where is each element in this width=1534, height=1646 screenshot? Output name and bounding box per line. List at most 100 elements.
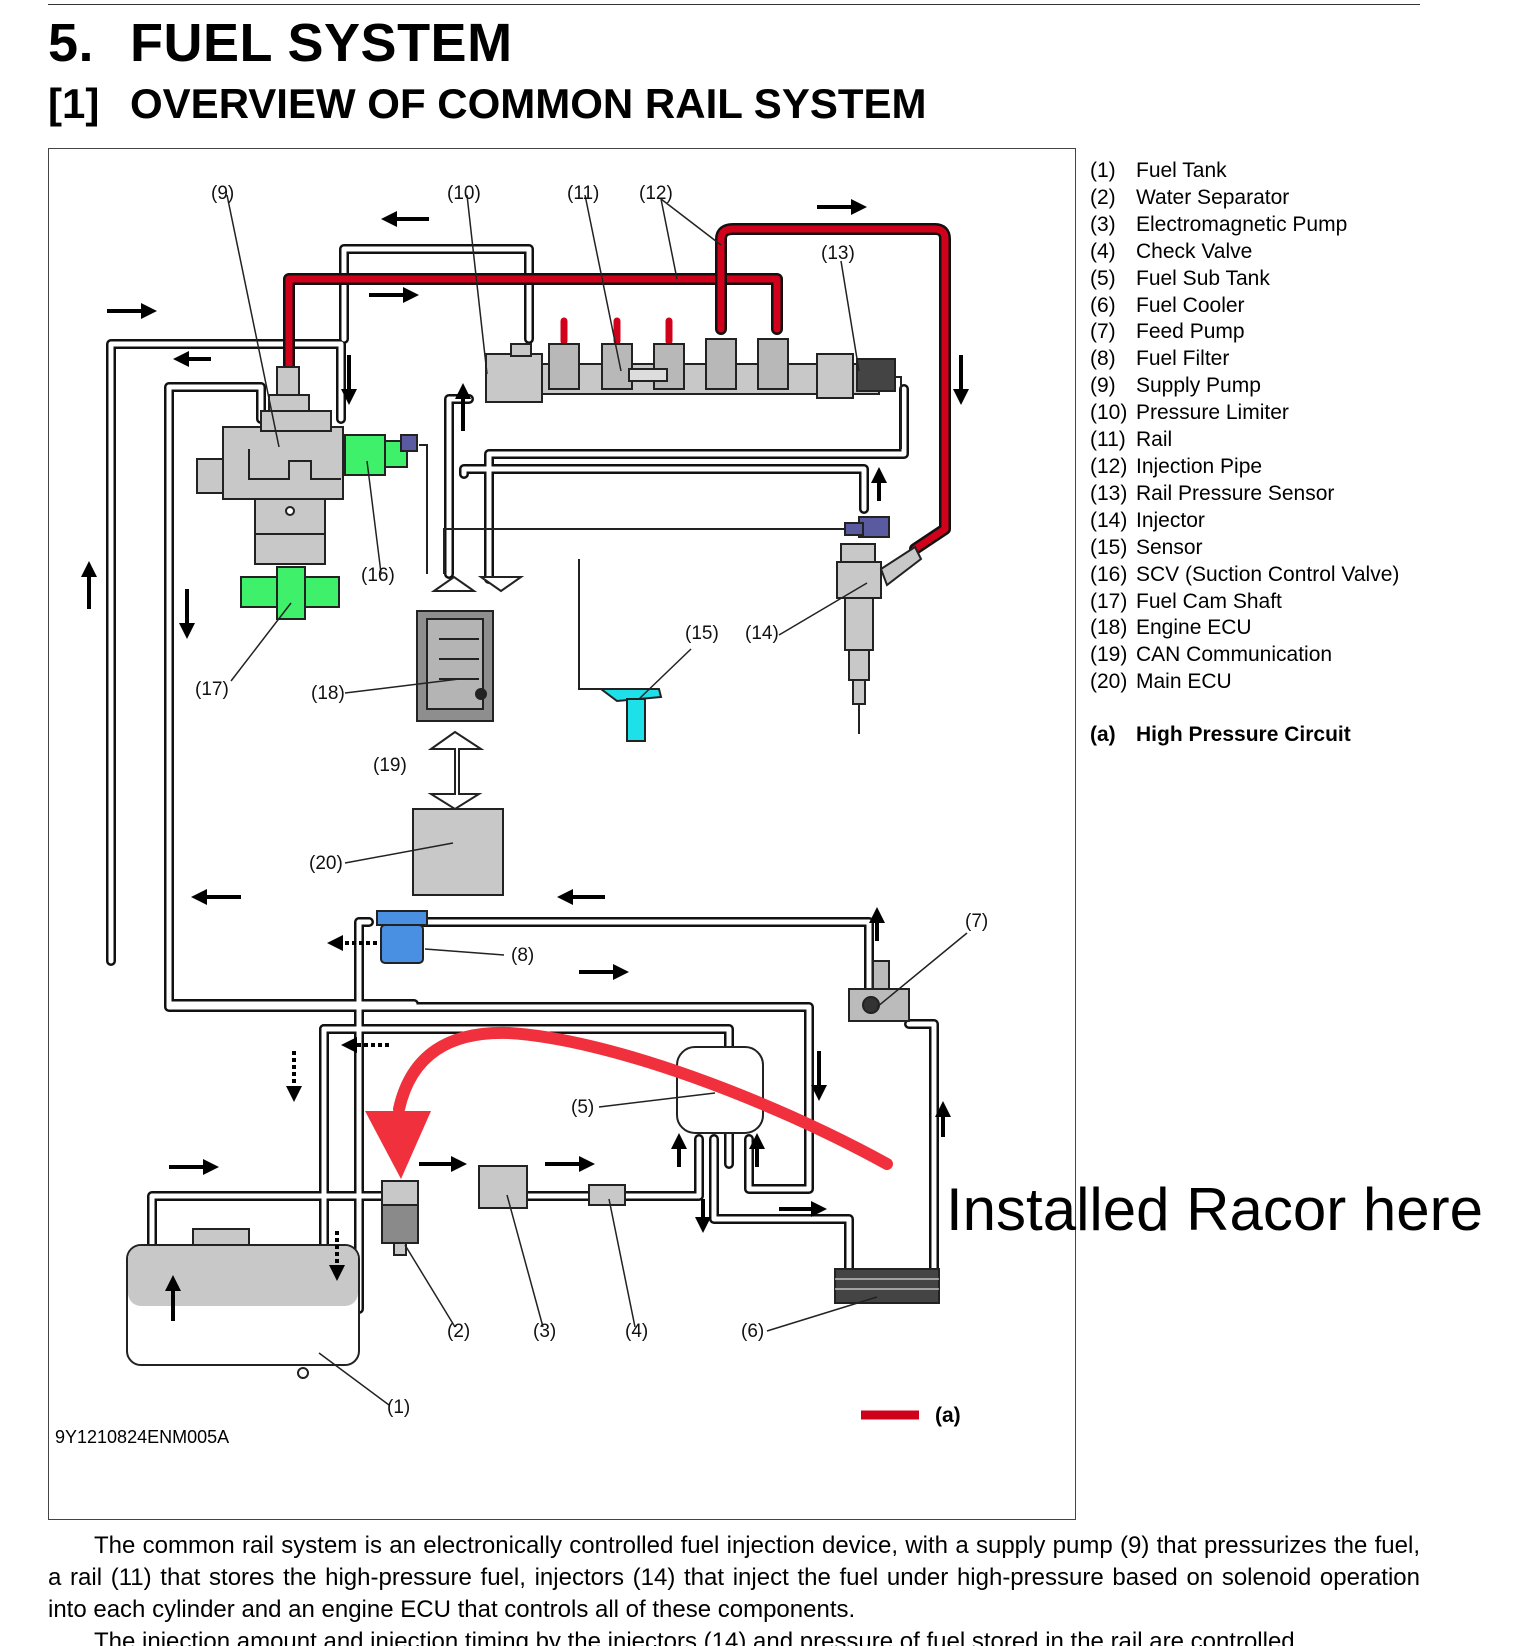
legend-label: Fuel Tank [1136, 159, 1227, 182]
legend-key: (2) [1090, 185, 1116, 209]
rail [485, 338, 896, 403]
legend-key: (14) [1090, 508, 1128, 532]
legend-key: (15) [1090, 535, 1128, 559]
legend-label: SCV (Suction Control Valve) [1136, 562, 1400, 586]
legend-label: Rail Pressure Sensor [1136, 481, 1335, 505]
legend-label: Fuel Filter [1136, 347, 1230, 371]
legend-label: CAN Communication [1136, 643, 1333, 667]
engine-ecu [416, 575, 525, 722]
can-communication-arrow [427, 730, 485, 811]
legend-item: (18) Engine ECU [1090, 615, 1399, 642]
legend-item: (3) Electromagnetic Pump [1090, 212, 1399, 239]
callout-13: (13) [821, 243, 855, 264]
wiring [419, 376, 902, 690]
callout-15: (15) [685, 623, 719, 644]
legend-label: Water Separator [1136, 185, 1290, 209]
legend-item: (6) Fuel Cooler [1090, 293, 1399, 320]
supply-pump [196, 366, 418, 620]
annotation-text: Installed Racor here [946, 1176, 1483, 1243]
legend-key: (a) [1090, 723, 1116, 747]
high-pressure-key-label: (a) [935, 1404, 961, 1427]
top-rule [48, 4, 1420, 5]
fuel-filter [376, 910, 428, 964]
legend-key: (7) [1090, 320, 1116, 344]
legend-item: (13) Rail Pressure Sensor [1090, 481, 1399, 508]
legend-label: Check Valve [1136, 239, 1253, 263]
legend-key: (13) [1090, 481, 1128, 505]
legend-label: Injection Pipe [1136, 454, 1263, 478]
legend-item: (20)Main ECU [1090, 669, 1399, 696]
callout-6: (6) [741, 1321, 764, 1342]
legend-label: Engine ECU [1136, 616, 1252, 640]
callout-labels: (9) (10) (11) (12) (13) (16) (17) (18) (… [195, 183, 988, 1418]
legend-label: Feed Pump [1136, 320, 1245, 344]
callout-12: (12) [639, 183, 673, 204]
legend-item-high-pressure: (a) High Pressure Circuit [1090, 722, 1399, 749]
callout-2: (2) [447, 1321, 470, 1342]
fuel-system-diagram: (9) (10) (11) (12) (13) (16) (17) (18) (… [48, 148, 1076, 1520]
legend-key: (1) [1090, 159, 1116, 182]
legend-item: (15) Sensor [1090, 535, 1399, 562]
legend-key: (20) [1090, 670, 1128, 694]
legend-item: (9) Supply Pump [1090, 373, 1399, 400]
legend-label: Fuel Sub Tank [1136, 266, 1270, 290]
legend-label: Fuel Cooler [1136, 293, 1245, 317]
callout-14: (14) [745, 623, 779, 644]
legend: (1) Fuel Tank (2) Water Separator (3) Electro… [1090, 158, 1399, 749]
legend-key: (8) [1090, 347, 1116, 371]
legend-item: (12) Injection Pipe [1090, 454, 1399, 481]
legend-item: (1) Fuel Tank [1090, 158, 1399, 185]
feed-pump [848, 960, 910, 1022]
legend-item: (5) Fuel Sub Tank [1090, 266, 1399, 293]
electromagnetic-pump [478, 1165, 528, 1209]
callout-4: (4) [625, 1321, 648, 1342]
legend-key: (10) [1090, 401, 1128, 425]
legend-label: Electromagnetic Pump [1136, 212, 1348, 236]
callout-16: (16) [361, 565, 395, 586]
legend-key: (19) [1090, 643, 1128, 667]
callout-10: (10) [447, 183, 481, 204]
legend-item: (19) CAN Communication [1090, 642, 1399, 669]
legend-item: (14) Injector [1090, 508, 1399, 535]
legend-label: Supply Pump [1136, 374, 1261, 398]
callout-7: (7) [965, 911, 988, 932]
flow-arrows [81, 199, 969, 1321]
main-ecu [412, 808, 504, 896]
legend-key: (6) [1090, 293, 1116, 317]
subsection-heading: [1]OVERVIEW OF COMMON RAIL SYSTEM [48, 80, 927, 127]
callout-9: (9) [211, 183, 234, 204]
legend-label: Injector [1136, 508, 1205, 532]
legend-item: (8) Fuel Filter [1090, 346, 1399, 373]
annotation-arrow [393, 1026, 893, 1170]
injector [836, 516, 923, 734]
legend-item: (16) SCV (Suction Control Valve) [1090, 562, 1399, 589]
check-valve [588, 1184, 626, 1206]
legend-key: (9) [1090, 374, 1116, 398]
body-paragraph-1: The common rail system is an electronica… [48, 1532, 1420, 1623]
legend-key: (16) [1090, 562, 1128, 586]
callout-19: (19) [373, 755, 407, 776]
legend-label: Pressure Limiter [1136, 401, 1289, 425]
fuel-cooler [834, 1268, 940, 1304]
legend-key: (18) [1090, 616, 1128, 640]
legend-item: (10) Pressure Limiter [1090, 400, 1399, 427]
sensor [598, 688, 663, 742]
legend-label: High Pressure Circuit [1136, 723, 1351, 747]
callout-17: (17) [195, 679, 229, 700]
callout-8: (8) [511, 945, 534, 966]
callout-3: (3) [533, 1321, 556, 1342]
legend-label: Sensor [1136, 535, 1203, 559]
legend-key: (3) [1090, 212, 1116, 236]
high-pressure-circuit [283, 223, 951, 555]
annotation-arrowhead [365, 1111, 431, 1179]
callout-20: (20) [309, 853, 343, 874]
legend-item: (7) Feed Pump [1090, 319, 1399, 346]
legend-label: Fuel Cam Shaft [1136, 589, 1282, 613]
legend-label: Rail [1136, 428, 1173, 452]
legend-key: (17) [1090, 589, 1128, 613]
legend-key: (12) [1090, 454, 1128, 478]
section-heading: 5.FUEL SYSTEM [48, 13, 513, 73]
callout-5: (5) [571, 1097, 594, 1118]
legend-key: (5) [1090, 266, 1116, 290]
leader-lines [226, 194, 968, 1406]
